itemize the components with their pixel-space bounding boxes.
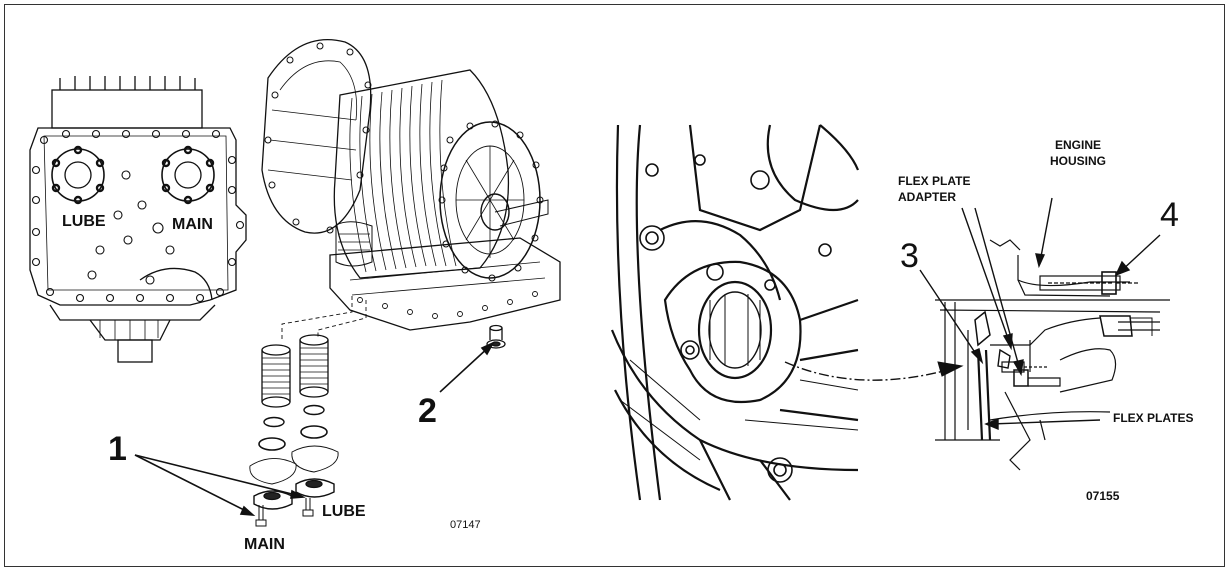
callout-4: 4 xyxy=(1160,196,1179,234)
drain-plug xyxy=(486,324,506,349)
flex-plates-label: FLEX PLATES xyxy=(1113,411,1194,425)
right-figure-leaders xyxy=(919,197,1161,431)
transmission-iso-view xyxy=(261,38,561,331)
callout-1-arrows xyxy=(134,454,306,516)
lube-housing-label: LUBE xyxy=(62,213,106,230)
engine-housing-label: ENGINE HOUSING xyxy=(1050,138,1107,168)
callout-2-arrow xyxy=(439,341,495,393)
callout-1: 1 xyxy=(108,430,127,468)
callout-2: 2 xyxy=(418,392,437,430)
engine-block-detail xyxy=(607,123,860,503)
figure-number-left: 07147 xyxy=(450,519,481,531)
flex-plate-adapter-label: FLEX PLATE ADAPTER xyxy=(898,174,971,204)
main-housing-label: MAIN xyxy=(172,216,213,233)
lube-filter-label: LUBE xyxy=(322,503,366,520)
figure-number-right: 07155 xyxy=(1086,489,1120,503)
detail-leader-arrow xyxy=(784,361,964,381)
flex-plate-section xyxy=(935,239,1170,471)
filter-exploded-parts xyxy=(249,296,367,527)
main-filter-label: MAIN xyxy=(244,536,285,553)
transmission-rear-view xyxy=(29,76,247,363)
callout-3: 3 xyxy=(900,237,919,275)
